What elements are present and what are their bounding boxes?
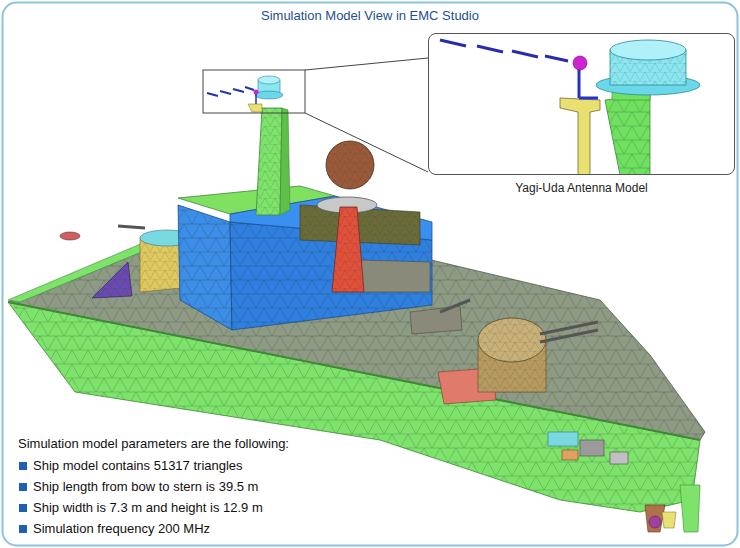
radar-mast (317, 141, 377, 292)
radar-mast-part (332, 207, 364, 292)
parameter-heading: Simulation model parameters are the foll… (18, 436, 289, 451)
main-mast-part (203, 70, 305, 113)
antenna-inset-drawing-part (560, 98, 600, 174)
radar-mast-part (332, 207, 364, 292)
superstructure-part (178, 205, 232, 330)
aft-turret-part (540, 330, 598, 342)
main-mast-part (255, 91, 283, 99)
superstructure-part (360, 260, 430, 292)
superstructure (178, 186, 432, 330)
stern-details-part (548, 432, 578, 446)
main-mast-part (245, 87, 254, 90)
parameter-item: Ship width is 7.3 m and height is 12.9 m (33, 500, 263, 515)
stern-details-part (610, 452, 628, 464)
main-mast-part (255, 94, 257, 104)
bow-details (60, 226, 194, 298)
antenna-inset-drawing-part (512, 51, 538, 57)
radar-mast-part (326, 141, 374, 189)
stern-details (548, 432, 628, 464)
zoom-lines-part (305, 58, 428, 70)
inset-caption: Yagi-Uda Antenna Model (429, 181, 734, 195)
antenna-inset-drawing (440, 40, 700, 174)
parameter-item: Ship model contains 51317 triangles (33, 458, 243, 473)
antenna-inset-drawing-part (477, 46, 503, 52)
page-title: Simulation Model View in EMC Studio (0, 8, 740, 23)
bullet-square (19, 462, 27, 470)
antenna-inset-drawing-part (440, 40, 466, 46)
propellers-rudder-part (680, 485, 700, 532)
inset-box: Yagi-Uda Antenna Model (428, 33, 735, 175)
aft-turret-part (410, 306, 462, 334)
stern-details-part (580, 440, 604, 456)
main-mast (203, 70, 305, 215)
radar-mast-part (326, 141, 374, 189)
parameter-item: Simulation frequency 200 MHz (33, 521, 210, 536)
antenna-inset-drawing-part (579, 97, 598, 100)
page-frame (3, 3, 738, 546)
bow-details-part (92, 262, 132, 298)
zoom-lines (305, 58, 428, 172)
main-mast-part (233, 89, 244, 92)
ship-hull-part (8, 240, 156, 302)
bullet-square (19, 504, 27, 512)
superstructure-part (178, 205, 232, 330)
aft-turret-part (440, 300, 470, 312)
parameter-item: Ship length from bow to stern is 39.5 m (33, 479, 258, 494)
antenna-inset-drawing-part (610, 40, 686, 60)
zoom-lines-part (305, 113, 428, 172)
propellers-rudder (645, 485, 700, 532)
antenna-inset-drawing-part (545, 56, 568, 61)
antenna-inset-drawing-part (578, 68, 581, 98)
aft-turret-part (478, 318, 546, 362)
main-mast-part (254, 90, 259, 95)
propellers-rudder-part (662, 512, 676, 528)
main-mast-part (248, 104, 262, 112)
bow-details-part (60, 232, 80, 240)
main-mast-part (256, 108, 282, 215)
antenna-inset-drawing-part (605, 95, 650, 174)
bow-details-part (118, 226, 145, 228)
aft-turret-part (478, 318, 546, 362)
antenna-inset-drawing-part (573, 56, 587, 70)
main-mast-part (220, 91, 231, 94)
main-mast-part (258, 76, 280, 84)
aft-turret (410, 300, 598, 404)
bullet-square (19, 525, 27, 533)
propellers-rudder-part (649, 516, 661, 528)
bow-details-part (92, 262, 132, 298)
stern-details-part (562, 450, 578, 460)
ship-hull-part (8, 302, 700, 440)
antenna-inset-drawing-part (605, 95, 650, 174)
main-mast-part (256, 108, 282, 215)
bullet-square (19, 483, 27, 491)
main-mast-part (207, 93, 218, 96)
propellers-rudder-part (645, 505, 665, 532)
